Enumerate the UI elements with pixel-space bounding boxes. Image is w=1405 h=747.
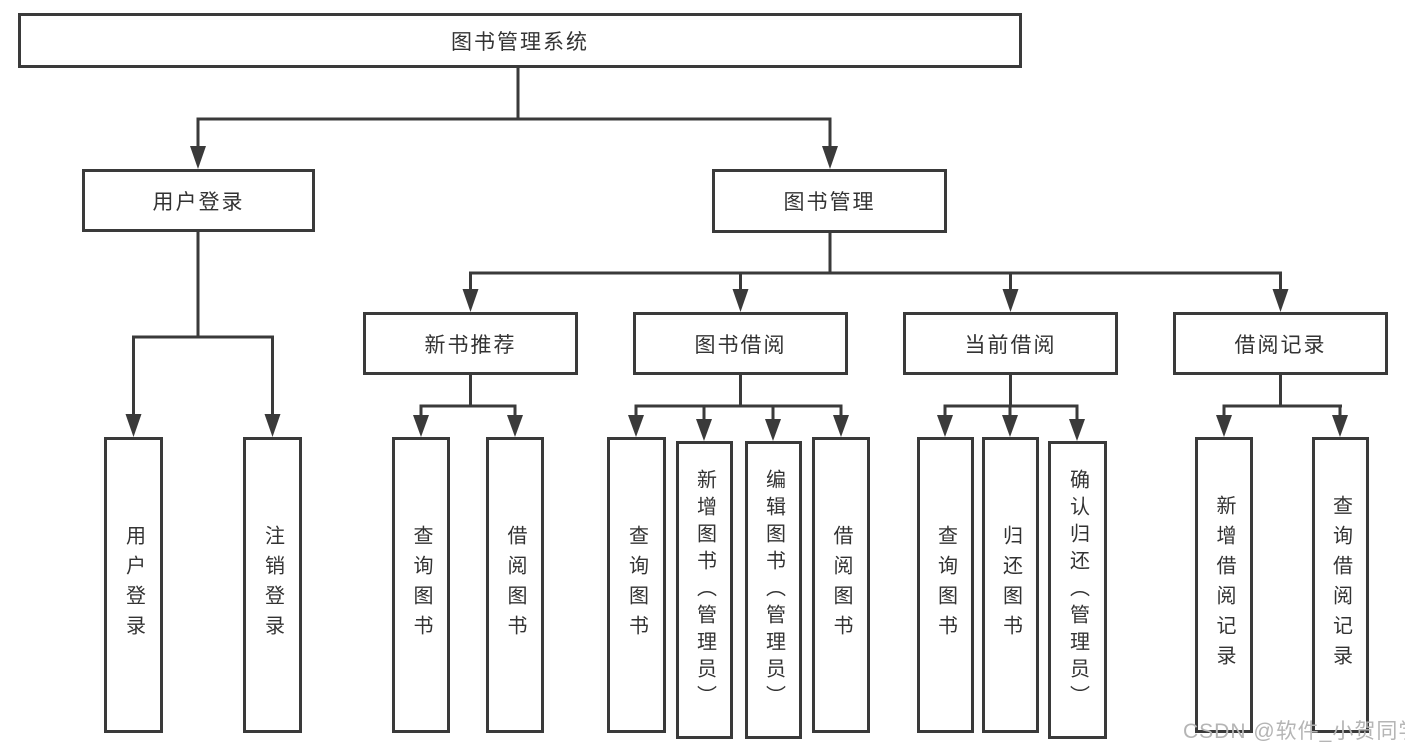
watermark: CSDN @软件_小贺同学 [1183, 720, 1405, 743]
leaf-add-book-admin: 新增图书（管理员） [676, 441, 733, 739]
node-root: 图书管理系统 [18, 13, 1022, 68]
leaf-borrow-books-borrow: 借阅图书 [812, 437, 870, 733]
node-current-borrow: 当前借阅 [903, 312, 1118, 375]
node-book-management: 图书管理 [712, 169, 947, 233]
node-book-borrow: 图书借阅 [633, 312, 848, 375]
leaf-add-borrow-record: 新增借阅记录 [1195, 437, 1253, 733]
leaf-query-books-borrow: 查询图书 [607, 437, 666, 733]
leaf-query-borrow-record: 查询借阅记录 [1312, 437, 1369, 733]
node-borrow-records: 借阅记录 [1173, 312, 1388, 375]
leaf-query-books-recommend: 查询图书 [392, 437, 450, 733]
leaf-logout: 注销登录 [243, 437, 302, 733]
leaf-query-books-current: 查询图书 [917, 437, 974, 733]
leaf-confirm-return-admin: 确认归还（管理员） [1048, 441, 1107, 739]
leaf-edit-book-admin: 编辑图书（管理员） [745, 441, 802, 739]
node-user-login: 用户登录 [82, 169, 315, 232]
leaf-user-login: 用户登录 [104, 437, 163, 733]
leaf-borrow-books-recommend: 借阅图书 [486, 437, 544, 733]
leaf-return-books: 归还图书 [982, 437, 1039, 733]
node-new-book-recommend: 新书推荐 [363, 312, 578, 375]
